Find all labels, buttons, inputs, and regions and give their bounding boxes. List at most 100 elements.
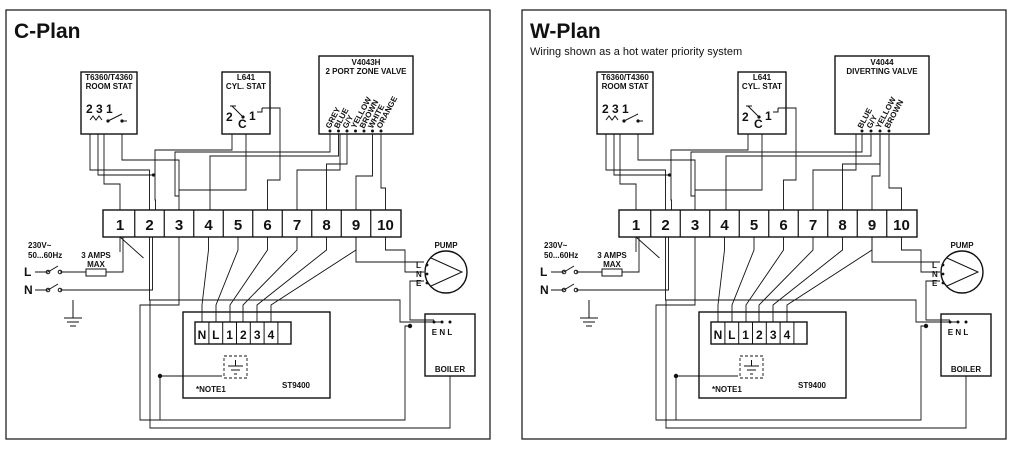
valve-model: V4043H bbox=[352, 58, 381, 67]
cyl-stat-contact bbox=[241, 115, 245, 119]
live-switch bbox=[35, 265, 118, 273]
valve-wire-terminal bbox=[328, 129, 332, 133]
wire bbox=[103, 134, 121, 210]
pump-pin bbox=[941, 272, 945, 276]
pump-pin-label: E bbox=[416, 279, 422, 288]
pump-arrow bbox=[946, 257, 980, 287]
neutral-bus bbox=[149, 300, 451, 429]
wire bbox=[772, 237, 843, 322]
switch-contact bbox=[57, 269, 63, 275]
cyl-stat-model: L641 bbox=[237, 73, 256, 82]
boiler-label: BOILER bbox=[435, 365, 465, 374]
wire bbox=[209, 134, 339, 210]
pump-pin bbox=[425, 272, 429, 276]
wiring bbox=[605, 107, 967, 429]
junction-dot bbox=[923, 323, 929, 329]
panel-title: C-Plan bbox=[14, 20, 81, 43]
wire bbox=[731, 237, 755, 322]
pump-pin-label: L bbox=[932, 261, 937, 270]
wire bbox=[380, 134, 386, 210]
valve-wire-terminal bbox=[354, 129, 357, 133]
room-stat-pins: 2 3 1 bbox=[86, 102, 113, 116]
wire bbox=[149, 237, 442, 323]
earth-symbol bbox=[64, 300, 82, 327]
controller-model: ST9400 bbox=[282, 381, 311, 390]
boiler-pin bbox=[448, 320, 452, 324]
pump-pin-label: N bbox=[932, 270, 938, 279]
terminal-6: 6 bbox=[263, 217, 271, 234]
wire bbox=[119, 236, 144, 259]
terminal-3: 3 bbox=[175, 217, 183, 234]
wire bbox=[634, 237, 640, 273]
fuse-rating: 3 AMPS bbox=[81, 251, 111, 260]
controller-note: *NOTE1 bbox=[712, 385, 742, 394]
boiler-pin bbox=[964, 320, 968, 324]
pump-pin bbox=[425, 263, 429, 267]
terminal-4: 4 bbox=[720, 217, 729, 234]
pump-arrow bbox=[430, 257, 464, 287]
pump-pin bbox=[941, 281, 945, 285]
controller-terminal: L bbox=[728, 328, 735, 342]
neutral-bus bbox=[665, 300, 967, 429]
wire bbox=[778, 107, 797, 210]
terminal-7: 7 bbox=[293, 217, 301, 234]
terminal-2: 2 bbox=[145, 217, 153, 234]
wire bbox=[409, 280, 434, 321]
terminal-7: 7 bbox=[809, 217, 817, 234]
controller-terminal: 3 bbox=[254, 328, 261, 342]
wire bbox=[871, 237, 940, 263]
controller-terminal: N bbox=[714, 328, 723, 342]
junction-dot bbox=[151, 173, 156, 177]
room-stat-contact bbox=[120, 119, 124, 123]
junction-dot bbox=[407, 323, 413, 329]
terminal-1: 1 bbox=[632, 217, 640, 234]
valve-wire-terminal bbox=[878, 129, 882, 133]
wire bbox=[901, 237, 940, 273]
controller-note: *NOTE1 bbox=[196, 385, 226, 394]
junction-dot bbox=[667, 173, 672, 177]
cyl-stat-box bbox=[737, 71, 787, 135]
wire bbox=[201, 237, 209, 322]
pump-symbol bbox=[940, 250, 984, 294]
live-label: L bbox=[540, 265, 547, 279]
room-stat-label: ROOM STAT bbox=[86, 82, 133, 91]
note-dashed-box bbox=[223, 355, 248, 379]
boiler-box bbox=[940, 313, 992, 377]
wire bbox=[174, 134, 331, 197]
wire bbox=[118, 237, 124, 273]
cyl-stat-pin-c: C bbox=[754, 117, 763, 131]
cyl-stat-pin-c: C bbox=[238, 117, 247, 131]
terminal-9: 9 bbox=[868, 217, 876, 234]
cyl-stat-model: L641 bbox=[753, 73, 772, 82]
wire bbox=[725, 134, 872, 210]
wire bbox=[97, 134, 154, 176]
neutral-label: N bbox=[540, 283, 549, 297]
valve-box bbox=[834, 55, 930, 135]
live-switch bbox=[551, 265, 634, 273]
room-stat-label: ROOM STAT bbox=[602, 82, 649, 91]
terminal-strip-box bbox=[102, 209, 402, 238]
wire bbox=[871, 134, 881, 210]
terminal-1: 1 bbox=[116, 217, 124, 234]
room-stat-box bbox=[80, 71, 138, 135]
wire bbox=[605, 134, 666, 210]
controller-terminal: N bbox=[198, 328, 207, 342]
room-stat-contact bbox=[622, 119, 626, 123]
neutral-label: N bbox=[24, 283, 33, 297]
supply-voltage: 230V~ bbox=[28, 241, 52, 250]
wire bbox=[385, 237, 424, 273]
terminal-10: 10 bbox=[893, 217, 910, 234]
switch-contact bbox=[561, 287, 567, 293]
terminal-4: 4 bbox=[204, 217, 213, 234]
supply-voltage: 230V~ bbox=[544, 241, 568, 250]
